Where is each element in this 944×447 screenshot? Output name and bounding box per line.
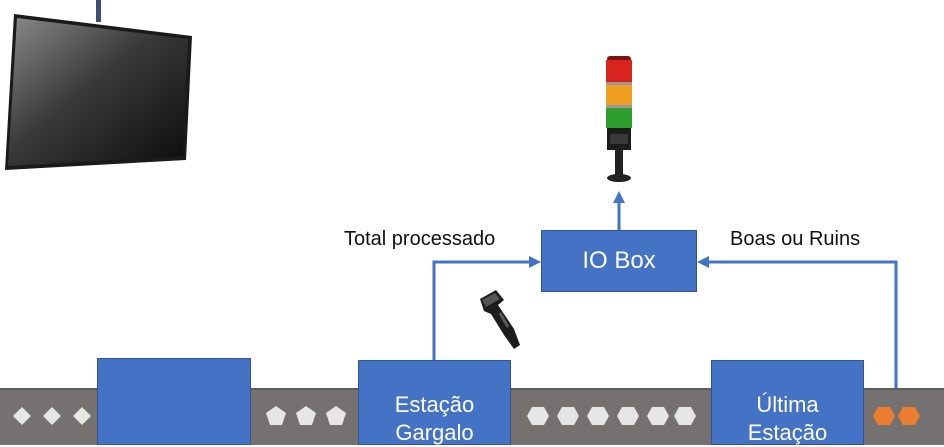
total-processado-label: Total processado xyxy=(344,228,496,250)
diamond-part xyxy=(43,407,61,425)
arrowhead xyxy=(529,256,541,268)
hexagon-part xyxy=(557,407,579,425)
last-station-line1: Última xyxy=(756,392,819,417)
arrowhead xyxy=(697,256,709,268)
hexagon-part xyxy=(647,407,669,425)
barcode-scanner-icon xyxy=(480,290,520,349)
last-station-line2: Estação xyxy=(747,420,828,445)
boas-ou-ruins-label: Boas ou Ruins xyxy=(730,228,861,250)
bottleneck-station: Estação Gargalo xyxy=(358,360,511,445)
hexagon-part xyxy=(587,407,609,425)
orange-hexagon-part xyxy=(873,407,895,425)
orange-hexagon-part xyxy=(898,407,920,425)
monitor-icon xyxy=(5,0,192,170)
pentagon-part xyxy=(296,406,316,425)
pentagon-part xyxy=(326,406,346,425)
io-box-label: IO Box xyxy=(582,247,656,274)
tower-light-icon xyxy=(606,56,632,182)
hexagon-part xyxy=(527,407,549,425)
diamond-part xyxy=(73,407,91,425)
hexagon-part xyxy=(674,407,696,425)
arrow-sensor-to-iobox xyxy=(708,260,898,388)
io-box: IO Box xyxy=(541,230,697,292)
pentagon-part xyxy=(266,406,286,425)
arrowhead xyxy=(613,191,625,203)
bottleneck-station-line1: Estação xyxy=(394,392,475,417)
hexagon-part xyxy=(617,407,639,425)
arrow-bottleneck-to-iobox xyxy=(432,260,530,360)
bottleneck-station-line2: Gargalo xyxy=(395,420,474,445)
last-station: Última Estação xyxy=(711,360,864,445)
diamond-part xyxy=(13,407,31,425)
first-station xyxy=(97,358,251,445)
